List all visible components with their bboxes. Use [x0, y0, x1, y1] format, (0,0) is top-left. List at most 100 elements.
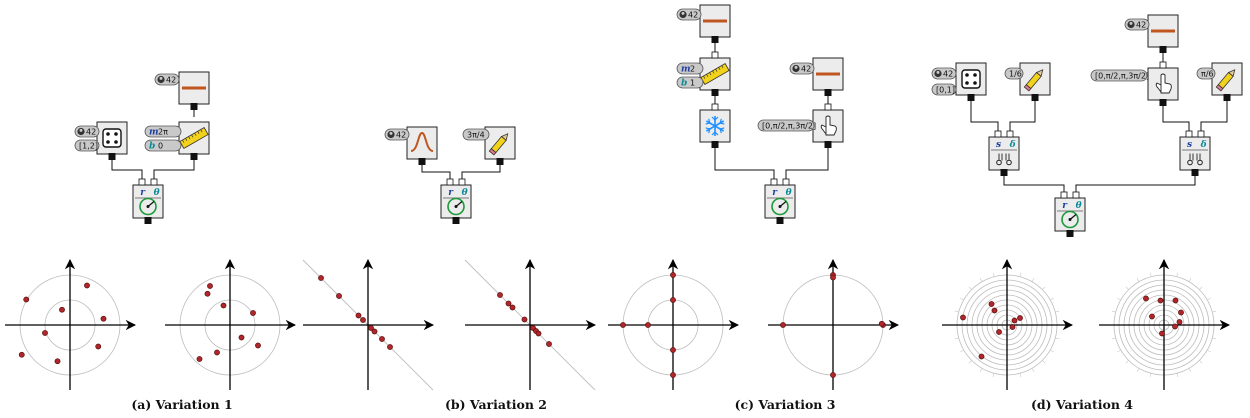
input-port[interactable]	[446, 178, 454, 186]
value-tag[interactable]: 42	[789, 62, 815, 75]
input-port[interactable]	[711, 51, 719, 59]
scatter-plots	[5, 258, 1231, 391]
input-port[interactable]	[824, 103, 832, 111]
hand-node[interactable]	[812, 103, 844, 148]
pencil-node[interactable]	[1019, 62, 1051, 101]
caption-a: (a) Variation 1	[131, 397, 232, 412]
line-node[interactable]	[699, 4, 731, 43]
param-label: b	[149, 142, 155, 152]
value-tag[interactable]: 42	[1124, 18, 1150, 31]
connection-wire	[1200, 100, 1228, 131]
value-tag[interactable]: π/6	[1196, 67, 1216, 80]
value-tag[interactable]: [0,1]	[931, 83, 957, 96]
split-icon	[996, 153, 1012, 166]
value-tag[interactable]: 42	[931, 67, 957, 80]
line-node[interactable]	[1147, 14, 1179, 53]
output-port[interactable]	[824, 89, 832, 96]
data-point	[1176, 319, 1183, 325]
input-port[interactable]	[1185, 130, 1193, 138]
node-body	[1179, 136, 1211, 171]
input-port[interactable]	[1060, 191, 1068, 199]
value-tag[interactable]: 42	[384, 128, 410, 141]
value-tag[interactable]: 42	[676, 8, 702, 21]
output-port[interactable]	[452, 217, 460, 224]
ruler-node[interactable]	[699, 51, 731, 96]
output-port[interactable]	[418, 158, 426, 165]
tag-label: 1	[690, 79, 695, 88]
value-tag[interactable]: [0,π/2,π,3π/2]	[1090, 69, 1149, 82]
tag-label: 42	[86, 128, 96, 137]
output-port[interactable]	[496, 158, 504, 165]
output-port[interactable]	[1159, 46, 1167, 53]
output-port[interactable]	[824, 141, 832, 148]
data-point	[207, 283, 213, 289]
param-label: m	[681, 65, 691, 75]
output-port[interactable]	[1191, 169, 1199, 176]
node-body	[132, 184, 164, 219]
tag-label: [0,π/2,π,3π/2]	[1095, 72, 1149, 81]
pencil-node[interactable]	[1211, 62, 1243, 101]
output-port[interactable]	[190, 153, 198, 160]
input-port[interactable]	[150, 178, 158, 186]
data-point	[387, 344, 393, 350]
output-port[interactable]	[108, 153, 116, 160]
value-tag[interactable]: 42	[74, 125, 100, 138]
input-port[interactable]	[138, 178, 146, 186]
input-port[interactable]	[458, 178, 466, 186]
output-port[interactable]	[711, 141, 719, 148]
input-port[interactable]	[1006, 130, 1014, 138]
bell-node[interactable]	[406, 126, 438, 165]
output-port[interactable]	[711, 89, 719, 96]
input-port[interactable]	[782, 178, 790, 186]
pencil-node[interactable]	[484, 126, 516, 165]
input-port[interactable]	[1159, 61, 1167, 69]
value-tag[interactable]: 42	[154, 73, 180, 86]
data-point	[996, 329, 1002, 335]
input-port[interactable]	[711, 103, 719, 111]
input-port[interactable]	[994, 130, 1002, 138]
output-port[interactable]	[711, 36, 719, 43]
input-port[interactable]	[1072, 191, 1080, 199]
value-tag[interactable]: [1,2]	[74, 139, 100, 152]
input-port[interactable]	[770, 178, 778, 186]
value-tag[interactable]: [0,π/2,π,3π/2]	[757, 119, 816, 132]
input-port[interactable]	[1197, 130, 1205, 138]
output-port[interactable]	[1000, 169, 1008, 176]
die-node[interactable]	[955, 62, 987, 101]
line-node[interactable]	[812, 57, 844, 96]
param-s: s	[1187, 140, 1192, 150]
ruler-node[interactable]	[178, 121, 210, 160]
param-theta: θ	[786, 188, 792, 198]
line-node[interactable]	[178, 71, 210, 110]
caption-b: (b) Variation 2	[445, 397, 547, 412]
hand-node[interactable]	[1147, 61, 1179, 106]
tag-label: 2π	[158, 128, 168, 137]
output-port[interactable]	[1159, 99, 1167, 106]
output-port[interactable]	[1066, 230, 1074, 237]
data-point	[371, 328, 378, 335]
value-tag[interactable]: 1/6	[1004, 67, 1024, 80]
output-port[interactable]	[1031, 94, 1039, 101]
output-port[interactable]	[967, 94, 975, 101]
value-tag[interactable]: 3π/4	[462, 128, 490, 141]
output-port[interactable]	[1223, 94, 1231, 101]
snowflake-node[interactable]	[699, 103, 731, 148]
die-node[interactable]	[96, 121, 128, 160]
output-port[interactable]	[144, 217, 152, 224]
data-point	[95, 343, 102, 350]
output-port[interactable]	[190, 103, 198, 110]
connection-wire	[111, 159, 143, 179]
output-port[interactable]	[776, 217, 784, 224]
